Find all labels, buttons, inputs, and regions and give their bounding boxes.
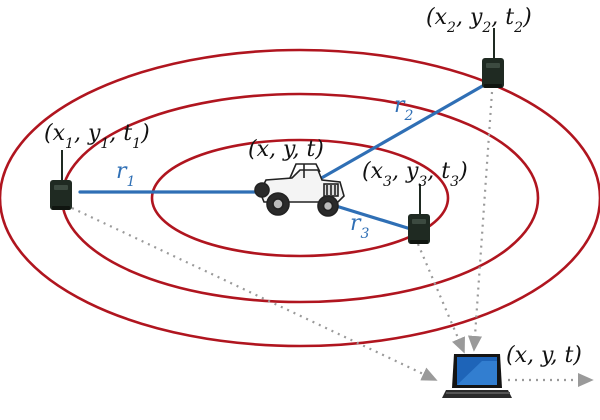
report-arrow-sensor2 [467, 91, 494, 352]
report-arrow-sensor3 [416, 243, 466, 354]
sensor-3 [408, 184, 430, 244]
target-vehicle [254, 163, 345, 217]
range-line-r2 [316, 82, 488, 182]
sink-laptop [442, 354, 512, 398]
sensor-1-label: (x1, y1, t1) [44, 121, 150, 152]
report-arrow-sensor1 [71, 207, 438, 381]
radio-transceiver-icon [50, 150, 72, 210]
ring-inner [150, 138, 450, 258]
target-label: (x, y, t) [248, 137, 324, 162]
radio-transceiver-icon [408, 184, 430, 244]
range-line-r3 [334, 204, 416, 232]
jeep-icon [254, 163, 345, 217]
range-lines [78, 82, 488, 232]
sensor-3-label: (x3, y3, t3) [362, 159, 468, 190]
sensor-2-label: (x2, y2, t2) [426, 5, 532, 36]
range-label-r3: r3 [350, 211, 370, 242]
output-label: (x, y, t) [506, 343, 582, 368]
sensor-2 [482, 28, 504, 88]
range-label-r2: r2 [394, 93, 414, 124]
laptop-icon [442, 354, 512, 398]
range-label-r1: r1 [116, 159, 135, 190]
sensor-1 [50, 150, 72, 210]
ring-outer [0, 48, 600, 348]
report-arrows [71, 91, 594, 388]
radio-transceiver-icon [482, 28, 504, 88]
range-rings [0, 48, 600, 348]
